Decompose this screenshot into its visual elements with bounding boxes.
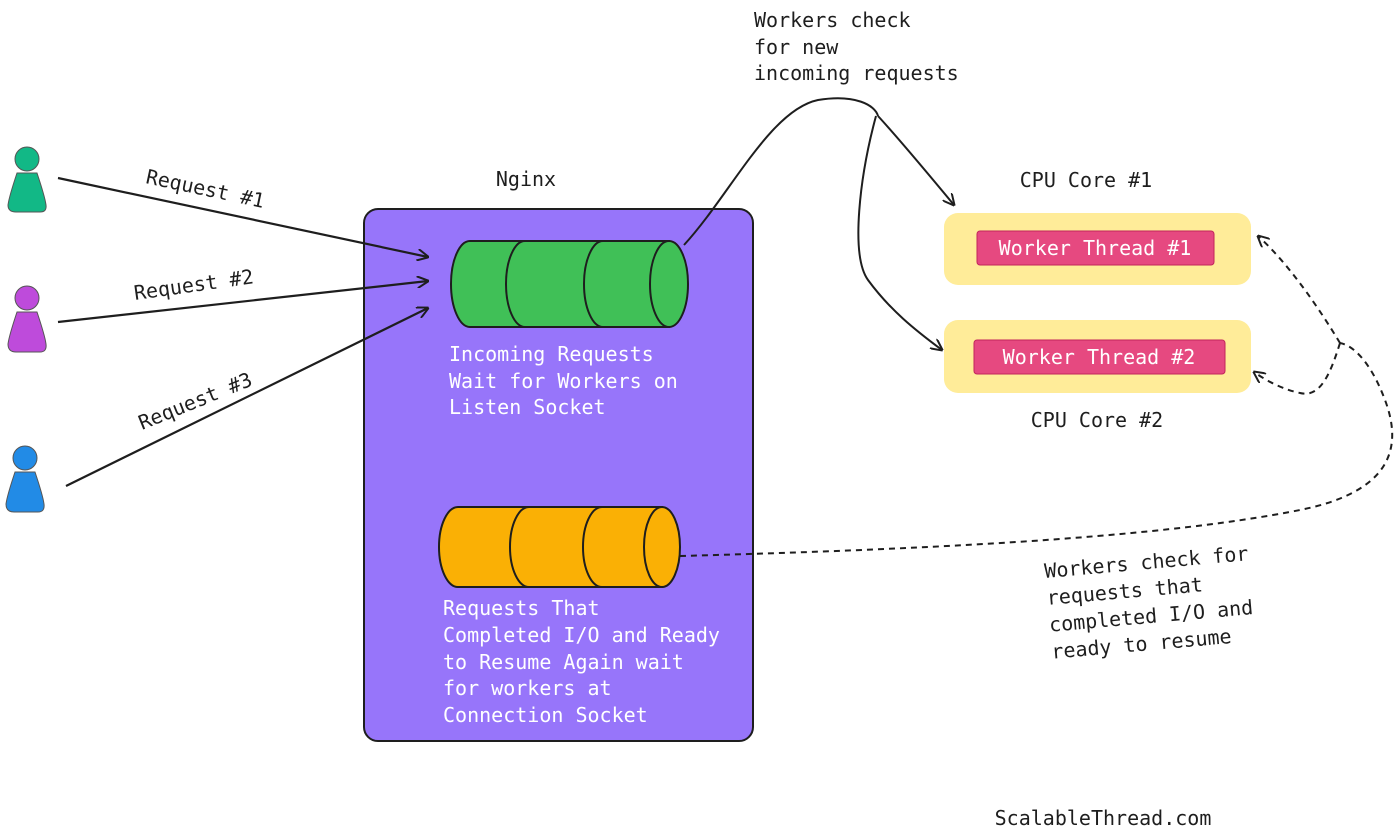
worker-thread-2-label: Worker Thread #2 bbox=[1003, 345, 1196, 369]
client-1-user-icon bbox=[7, 146, 47, 213]
worker-1-arrow bbox=[877, 115, 954, 205]
request-2-label: Request #2 bbox=[132, 264, 255, 305]
listen-socket-to-workers-curve bbox=[683, 97, 879, 246]
client-2-user-icon bbox=[7, 285, 47, 353]
listen-queue-caption: Incoming Requests Wait for Workers on Li… bbox=[449, 342, 690, 419]
connection-queue-caption: Requests That Completed I/O and Ready to… bbox=[443, 596, 732, 727]
request-3-arrow bbox=[65, 308, 428, 487]
worker-thread-2-badge: Worker Thread #2 bbox=[973, 339, 1226, 375]
nginx-box bbox=[363, 208, 754, 742]
request-2-arrow bbox=[57, 281, 428, 324]
dashed-arrow-to-worker-2 bbox=[1254, 342, 1341, 395]
worker-2-arrow bbox=[857, 115, 942, 350]
svg-text:Workers check for reques: Workers check for requests that complete… bbox=[1043, 540, 1268, 663]
request-1-label: Request #1 bbox=[144, 164, 267, 213]
request-1-arrow bbox=[57, 176, 428, 257]
dashed-arrow-to-worker-1 bbox=[1258, 236, 1341, 344]
client-3-user-icon bbox=[5, 445, 45, 513]
cpu-core-1-label: CPU Core #1 bbox=[1020, 168, 1152, 192]
listen-socket-queue bbox=[450, 240, 689, 328]
cpu-core-2-label: CPU Core #2 bbox=[1031, 408, 1163, 432]
nginx-title: Nginx bbox=[496, 167, 556, 191]
connection-socket-queue bbox=[438, 506, 681, 588]
worker-thread-1-label: Worker Thread #1 bbox=[999, 236, 1192, 260]
footer-credit: ScalableThread.com bbox=[995, 806, 1212, 830]
worker-thread-1-badge: Worker Thread #1 bbox=[976, 230, 1215, 266]
completed-io-annotation: Workers check for requests that complete… bbox=[1043, 540, 1268, 663]
new-requests-annotation: Workers check for new incoming requests bbox=[754, 8, 959, 85]
